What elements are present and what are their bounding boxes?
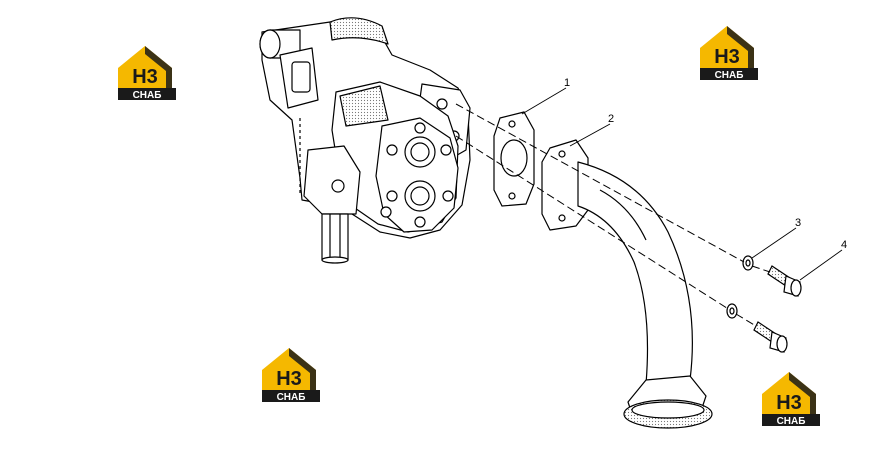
svg-text:Н3: Н3 <box>776 392 802 414</box>
house-logo-icon: Н3 СНАБ <box>762 372 820 427</box>
bolt-part-4 <box>753 265 802 353</box>
svg-text:СНАБ: СНАБ <box>777 416 806 427</box>
svg-text:СНАБ: СНАБ <box>133 90 162 101</box>
callout-4: 4 <box>841 239 847 251</box>
callout-1: 1 <box>564 77 570 89</box>
svg-text:Н3: Н3 <box>276 368 302 390</box>
watermark-logo: Н3 СНАБ <box>756 368 822 428</box>
washer-part-3 <box>726 255 754 319</box>
watermark-logo: Н3 СНАБ <box>694 22 760 82</box>
watermark-logo: Н3 СНАБ <box>112 42 178 102</box>
callout-2: 2 <box>608 113 614 125</box>
assembly-guide-lines <box>455 103 771 327</box>
house-logo-icon: Н3 СНАБ <box>700 26 758 81</box>
svg-text:Н3: Н3 <box>714 46 740 68</box>
svg-text:СНАБ: СНАБ <box>277 392 306 403</box>
svg-text:Н3: Н3 <box>132 66 158 88</box>
house-logo-icon: Н3 СНАБ <box>262 348 320 403</box>
house-logo-icon: Н3 СНАБ <box>118 46 176 101</box>
gasket-part-1 <box>493 111 535 207</box>
watermark-logo: Н3 СНАБ <box>256 344 322 404</box>
oil-pickup-tube-part-2 <box>541 139 713 429</box>
svg-text:СНАБ: СНАБ <box>715 70 744 81</box>
callout-3: 3 <box>795 217 801 229</box>
leader-lines <box>521 87 843 281</box>
oil-pump-assembly <box>259 17 471 264</box>
